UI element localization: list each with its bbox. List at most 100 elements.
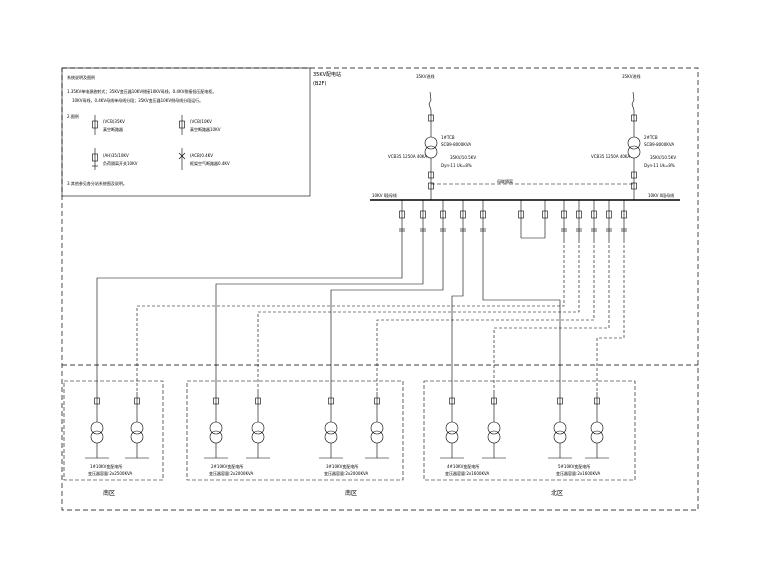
area-label-1: 南区: [103, 489, 115, 497]
feeder-breaker-icon: [460, 210, 466, 219]
sub-sub-1: 变压器容量:2x2500KVA: [88, 470, 133, 476]
feeder-drop-1: [399, 200, 405, 240]
incoming-1-source: 35KV进线: [416, 73, 434, 79]
unit-breaker-icon: [449, 397, 455, 405]
incoming-2-transformer: 2#TCB: [644, 135, 658, 140]
feeder-breaker-icon: [440, 210, 446, 219]
bus-label-right: 10KV II段母线: [648, 192, 674, 198]
incoming-2-cb: VCB35 1250A 40KA: [591, 154, 630, 159]
feeder-breaker-icon: [561, 210, 567, 219]
legend-code-3: (AH)35/10KV: [103, 153, 129, 158]
sub-sub-5: 变压器容量:2x1600KVA: [556, 470, 601, 476]
substation-units: [85, 392, 609, 459]
transformer-winding-icon: [130, 430, 144, 444]
transformer-winding-icon: [370, 421, 384, 435]
incoming-1-voltage: 35KV/10.5KV: [450, 155, 476, 160]
feeder-drop-7: [576, 200, 582, 240]
sub-title-5: 5#10KV变配电所: [558, 463, 590, 469]
feeder-cables-dashed: [136, 240, 625, 392]
incoming-2-impedance: Dyn-11 Uk=8%: [644, 163, 675, 168]
transformer-winding-icon: [90, 421, 104, 435]
transformer-winding-icon: [324, 421, 338, 435]
legend-code-4: (ACB)0.4KV: [190, 153, 213, 158]
legend-name-1: 真空断路器: [103, 126, 123, 132]
sub-title-3: 3#10KV变配电所: [326, 463, 358, 469]
sub-box-1: [63, 380, 164, 481]
sub-unit-10: [585, 392, 609, 459]
feeder-drop-5: [480, 200, 486, 240]
substation-title: 35KV配电站: [313, 71, 341, 78]
sub-unit-2: [125, 392, 149, 459]
transformer-winding-icon: [251, 430, 265, 444]
sub-sub-3: 变压器容量:2x2000KVA: [324, 470, 369, 476]
feeder-drop-10: [621, 200, 627, 240]
sub-sub-4: 变压器容量:2x1600KVA: [445, 470, 490, 476]
feeder-cables: [96, 240, 561, 392]
unit-breaker-icon: [557, 397, 563, 405]
bus-tie-label: 母联隔离: [497, 178, 513, 184]
sub-unit-4: [246, 392, 270, 459]
sub-box-2: [186, 380, 404, 481]
feeder-breaker-icon: [606, 210, 612, 219]
notes-line2: 10KV母线，0.4KV母线单母线分段；35KV变压器10KV侧母线分段运行。: [72, 97, 203, 103]
bus-section-switch: [518, 200, 548, 239]
legend-vcb10-icon: [179, 115, 185, 135]
sub-unit-9: [548, 392, 572, 459]
transformer-winding-icon: [553, 430, 567, 444]
notes-line1: 1.35KV单电源放射式；35KV变压器10KV侧接10KV母线，0.4KV侧接…: [67, 88, 216, 94]
legend-ah-icon: [92, 148, 98, 170]
outer-frame: [61, 67, 699, 511]
sub-sub-2: 变压器容量:2x2000KVA: [209, 470, 254, 476]
unit-breaker-icon: [255, 397, 261, 405]
feeder-breaker-icon: [621, 210, 627, 219]
sub-title-1: 1#10KV变配电所: [90, 463, 122, 469]
feeder-drop-4: [460, 200, 466, 240]
feeder-drops: [399, 200, 627, 240]
legend-vcb35-icon: [92, 115, 98, 135]
transformer-winding-icon: [445, 421, 459, 435]
sub-unit-8: [482, 392, 506, 459]
sub-unit-7: [440, 392, 464, 459]
substation-subtitle: (B2F): [313, 81, 326, 87]
unit-breaker-icon: [594, 397, 600, 405]
bus-label-left: 10KV I段母线: [372, 192, 397, 198]
transformer-winding-icon: [553, 421, 567, 435]
incoming-1-rating: SCB9-8000KVA: [441, 142, 471, 147]
incoming-2-source: 35KV进线: [622, 73, 640, 79]
transformer-winding-icon: [487, 421, 501, 435]
transformer-winding-icon: [590, 430, 604, 444]
transformer-winding-icon: [370, 430, 384, 444]
feeder-drop-9: [606, 200, 612, 240]
unit-breaker-icon: [134, 397, 140, 405]
area-label-2: 南区: [345, 489, 357, 497]
sub-title-2: 2#10KV变配电所: [211, 463, 243, 469]
legend-code-2: (VCB)10KV: [190, 119, 212, 124]
transformer-winding-icon: [90, 430, 104, 444]
area-label-3: 北区: [551, 489, 563, 497]
feeder-breaker-icon: [480, 210, 486, 219]
transformer-winding-icon: [251, 421, 265, 435]
legend-name-4: 框架空气断路器0.4KV: [190, 160, 230, 166]
unit-breaker-icon: [328, 397, 334, 405]
feeder-drop-2: [420, 200, 426, 240]
transformer-winding-icon: [487, 430, 501, 444]
feeder-breaker-icon: [420, 210, 426, 219]
incoming-1-cb: VCB35 1250A 40KA: [388, 154, 427, 159]
feeder-drop-3: [440, 200, 446, 240]
sub-unit-1: [85, 392, 109, 459]
transformer-winding-icon: [324, 430, 338, 444]
feeder-breaker-icon: [399, 210, 405, 219]
feeder-breaker-icon: [591, 210, 597, 219]
transformer-winding-icon: [130, 421, 144, 435]
incoming-2-rating: SCB9-8000KVA: [644, 142, 674, 147]
feeder-breaker-icon: [576, 210, 582, 219]
incoming-2-voltage: 35KV/10.5KV: [650, 155, 676, 160]
unit-breaker-icon: [213, 397, 219, 405]
transformer-winding-icon: [445, 430, 459, 444]
feeder-drop-6: [561, 200, 567, 240]
legend-name-2: 真空断路器10KV: [190, 126, 221, 132]
feeder-drop-8: [591, 200, 597, 240]
unit-breaker-icon: [491, 397, 497, 405]
transformer-winding-icon: [209, 430, 223, 444]
